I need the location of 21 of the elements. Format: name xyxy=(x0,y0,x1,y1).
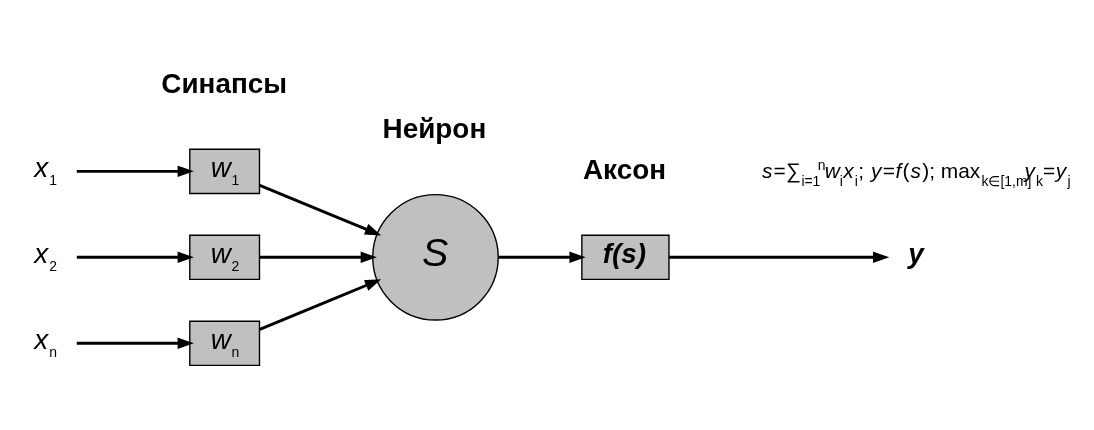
node-circle: S xyxy=(372,193,499,321)
node-text: x$_{2}$ xyxy=(34,237,57,274)
node-box: f(s) xyxy=(581,234,670,280)
node-box: w$_{1}$ xyxy=(189,148,261,194)
node-text: x$_{1}$ xyxy=(34,151,57,188)
label: Нейрон xyxy=(382,112,487,144)
arrow xyxy=(259,251,377,263)
arrow xyxy=(259,278,382,331)
arrow xyxy=(76,251,194,263)
arrow xyxy=(76,337,194,349)
node-text: y xyxy=(908,237,924,269)
arrow xyxy=(76,165,194,177)
arrow xyxy=(498,251,586,263)
label: s=∑$_{i=1}$$^{n}$w$_{i}$x$_{i}$; y=f(s); max$_{k∈[1,m]}$y$_{k}$=y$_{j}$ xyxy=(761,156,1071,189)
label: Синапсы xyxy=(161,67,288,99)
node-box: w$_{n}$ xyxy=(189,320,261,366)
arrow xyxy=(259,183,382,235)
node-box: w$_{2}$ xyxy=(189,234,261,280)
label: Аксон xyxy=(583,153,667,185)
arrow xyxy=(669,251,890,263)
node-text: x$_{n}$ xyxy=(34,323,57,360)
